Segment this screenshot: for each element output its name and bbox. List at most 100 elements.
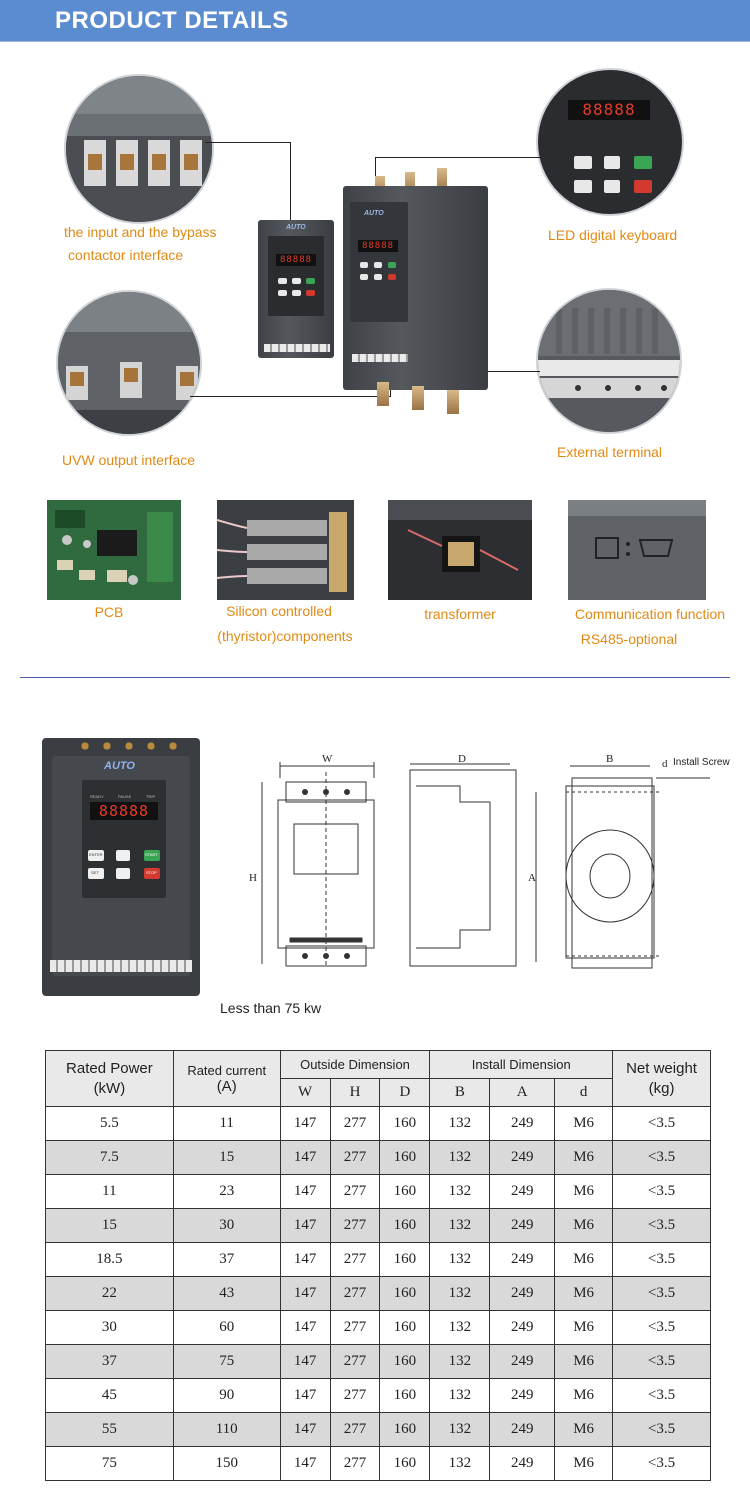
- cell-power: 30: [45, 1310, 174, 1345]
- cell-a: 249: [489, 1310, 556, 1345]
- bottom-terminal-strip: [50, 960, 192, 972]
- cell-h: 277: [329, 1412, 381, 1447]
- screw-d-header: d: [554, 1078, 614, 1107]
- cell-current: 15: [172, 1140, 281, 1175]
- cell-b: 132: [429, 1242, 491, 1277]
- section-banner: PRODUCT DETAILS: [0, 0, 750, 42]
- cell-d: 160: [379, 1310, 431, 1345]
- pcb-photo: [47, 500, 181, 600]
- callout-line: the input and the bypass: [64, 224, 217, 240]
- cell-h: 277: [329, 1276, 381, 1311]
- cell-screw: M6: [554, 1140, 614, 1175]
- cell-weight: <3.5: [612, 1174, 711, 1209]
- cell-current: 110: [172, 1412, 281, 1447]
- cell-h: 277: [329, 1378, 381, 1413]
- cell-a: 249: [489, 1140, 556, 1175]
- model-caption: Less than 75 kw: [220, 1000, 322, 1016]
- cell-weight: <3.5: [612, 1446, 711, 1481]
- cell-a: 249: [489, 1106, 556, 1141]
- cell-current: 37: [172, 1242, 281, 1277]
- key: [374, 274, 382, 280]
- cell-weight: <3.5: [612, 1310, 711, 1345]
- brand-logo: AUTO: [104, 760, 135, 772]
- key: [374, 262, 382, 268]
- cell-a: 249: [489, 1412, 556, 1447]
- cell-power: 5.5: [45, 1106, 174, 1141]
- enter-key: [574, 156, 592, 169]
- led-keyboard-label: LED digital keyboard: [548, 227, 678, 243]
- input-bypass-label: the input and the bypass contactor inter…: [64, 221, 217, 267]
- b-label: B: [606, 753, 614, 765]
- cell-b: 132: [429, 1446, 491, 1481]
- cell-weight: <3.5: [612, 1106, 711, 1141]
- enter-key-label: ENTER: [89, 852, 103, 857]
- cell-screw: M6: [554, 1344, 614, 1379]
- cell-w: 147: [279, 1276, 331, 1311]
- down-key: [116, 868, 130, 879]
- cell-power: 7.5: [45, 1140, 174, 1175]
- set-key-label: SET: [91, 870, 99, 875]
- cell-current: 30: [172, 1208, 281, 1243]
- b-header: B: [429, 1078, 491, 1107]
- busbar: [405, 172, 415, 196]
- header-text: Rated Power: [66, 1059, 153, 1077]
- cell-h: 277: [329, 1174, 381, 1209]
- key: [360, 262, 368, 268]
- start-key: [144, 850, 160, 861]
- trip-indicator-label: TRIP: [146, 794, 156, 799]
- cell-current: 150: [172, 1446, 281, 1481]
- cell-w: 147: [279, 1412, 331, 1447]
- a-label: A: [528, 872, 536, 884]
- cell-power: 45: [45, 1378, 174, 1413]
- busbar: [412, 386, 424, 410]
- thyristor-illustration: [217, 500, 354, 600]
- cell-screw: M6: [554, 1276, 614, 1311]
- label-line: Silicon controlled: [226, 603, 332, 619]
- callout-line: contactor interface: [68, 247, 184, 263]
- net-weight-header: Net weight (kg): [612, 1050, 711, 1107]
- thyristor-label: Silicon controlled (thyristor)components: [205, 599, 365, 649]
- width-label: W: [322, 753, 333, 765]
- cell-d: 160: [379, 1242, 431, 1277]
- cell-d: 160: [379, 1106, 431, 1141]
- uvw-terminals-illustration: [58, 292, 200, 434]
- cell-a: 249: [489, 1276, 556, 1311]
- cell-d: 160: [379, 1174, 431, 1209]
- specification-table: Rated Power (kW) Rated current (A) Outsi…: [45, 1050, 711, 1481]
- transformer-label: transformer: [424, 606, 496, 622]
- cell-power: 18.5: [45, 1242, 174, 1277]
- cell-h: 277: [329, 1446, 381, 1481]
- cell-screw: M6: [554, 1106, 614, 1141]
- cell-screw: M6: [554, 1446, 614, 1481]
- uvw-output-closeup: [56, 290, 202, 436]
- cell-a: 249: [489, 1344, 556, 1379]
- cell-b: 132: [429, 1378, 491, 1413]
- input-bypass-closeup: [64, 74, 214, 224]
- dimension-drawings: [261, 762, 710, 969]
- cell-a: 249: [489, 1242, 556, 1277]
- transformer-photo: [388, 500, 532, 600]
- cell-power: 11: [45, 1174, 174, 1209]
- cell-b: 132: [429, 1310, 491, 1345]
- cell-w: 147: [279, 1446, 331, 1481]
- external-terminal-closeup: [536, 288, 682, 434]
- section-divider: [20, 677, 730, 678]
- cell-power: 15: [45, 1208, 174, 1243]
- top-terminal-holes: [74, 742, 186, 750]
- cell-weight: <3.5: [612, 1140, 711, 1175]
- brand-logo: AUTO: [286, 224, 306, 231]
- cell-d: 160: [379, 1140, 431, 1175]
- cell-weight: <3.5: [612, 1276, 711, 1311]
- cell-d: 160: [379, 1412, 431, 1447]
- down-key: [604, 180, 620, 193]
- thyristor-photo: [217, 500, 354, 600]
- start-key-label: START: [145, 852, 158, 857]
- small-starter-face: AUTO 88888: [268, 224, 324, 316]
- cell-a: 249: [489, 1208, 556, 1243]
